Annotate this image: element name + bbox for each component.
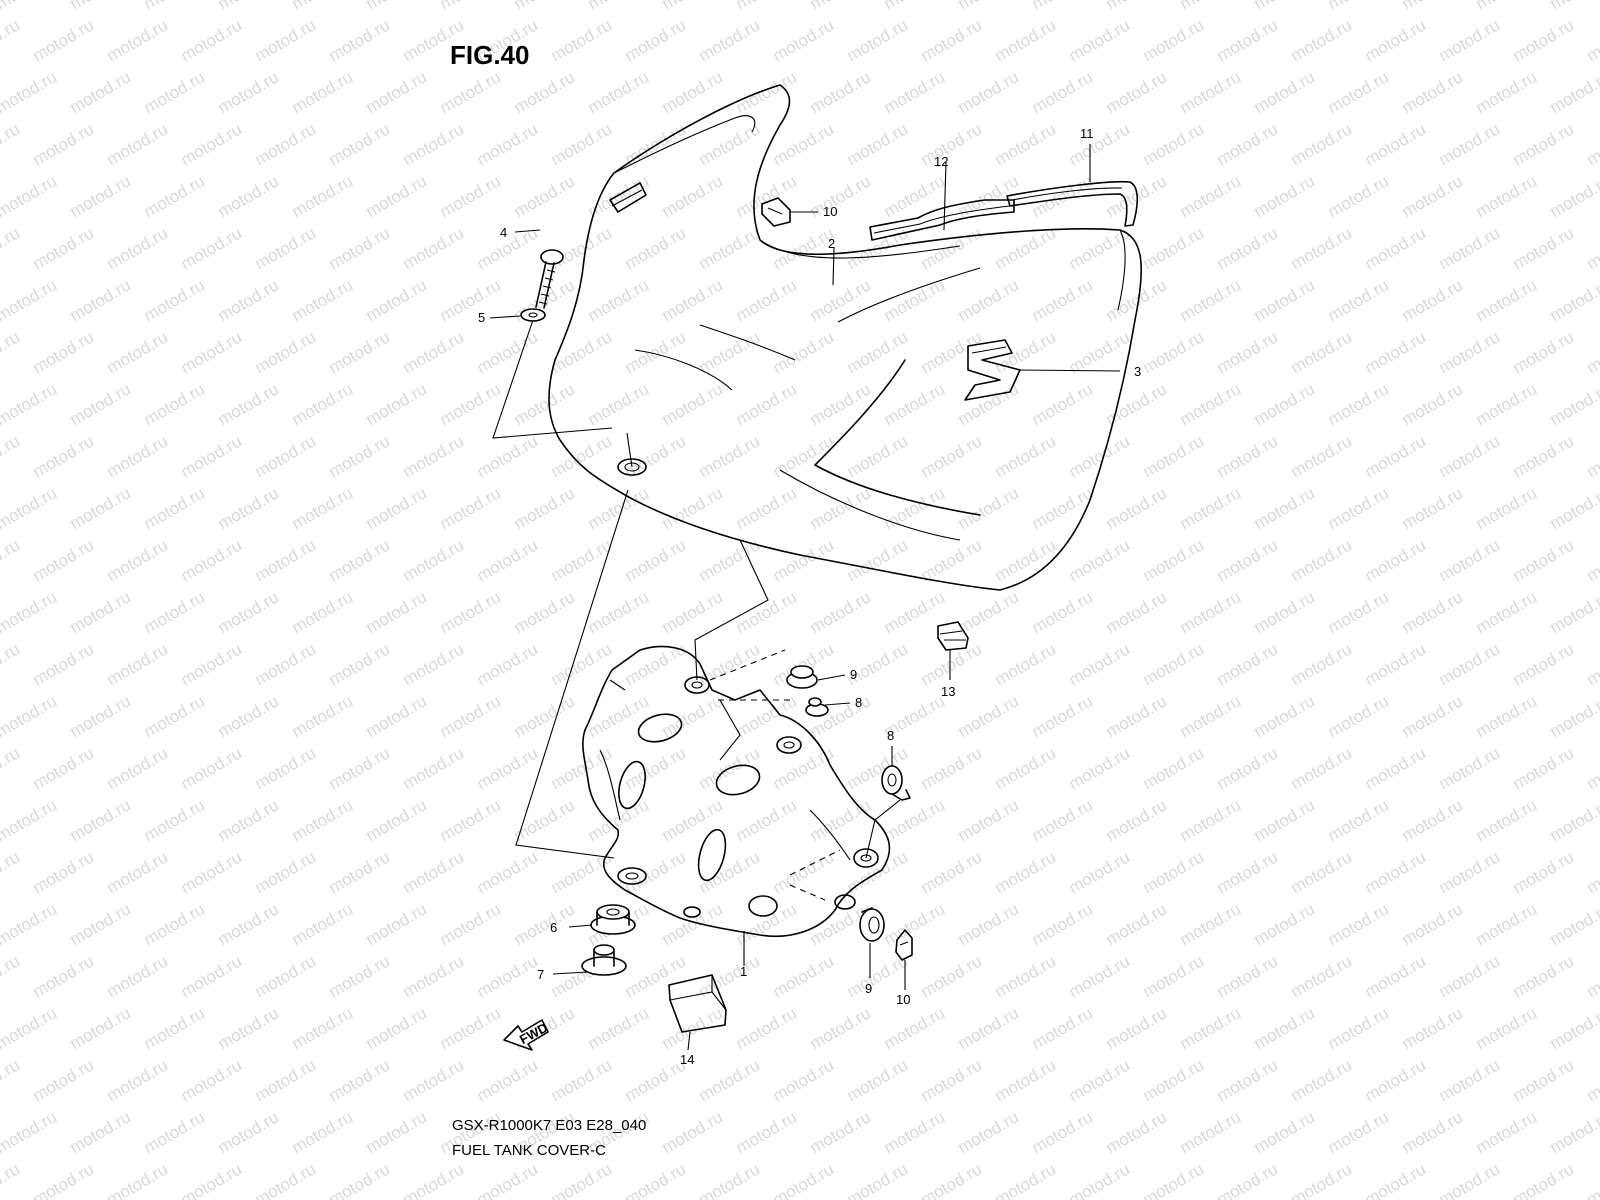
fwd-arrow-icon: FWD	[503, 1019, 550, 1051]
washer-part-5	[520, 308, 546, 322]
fuel-tank-cover-part-2	[548, 84, 1143, 591]
leader-lines	[489, 144, 1121, 1051]
callout-4: 4	[500, 225, 507, 240]
cushion-part-14	[668, 974, 727, 1033]
callout-8-right: 8	[887, 728, 894, 743]
trim-strip-part-11	[1006, 180, 1139, 227]
figure-title: FIG.40	[450, 40, 530, 70]
collar-part-7	[581, 944, 627, 976]
figure-name: FUEL TANK COVER-C	[452, 1142, 606, 1159]
callout-9-lower: 9	[865, 981, 872, 996]
clip-part-10-lower	[895, 929, 913, 961]
figure-code: GSX-R1000K7 E03 E28_040	[452, 1117, 647, 1134]
callout-3: 3	[1134, 364, 1141, 379]
callout-14: 14	[680, 1052, 694, 1067]
fwd-label: FWD	[517, 1020, 550, 1047]
grommet-part-9-upper	[786, 665, 818, 689]
clip-part-10-upper	[761, 197, 791, 227]
cushion-part-13	[937, 621, 969, 651]
callout-11: 11	[1080, 126, 1094, 141]
trim-strip-part-12	[869, 199, 1015, 241]
callout-2: 2	[828, 236, 835, 251]
assembly-lines	[492, 319, 901, 901]
bolt-part-4	[535, 249, 564, 309]
callout-10-lower: 10	[896, 992, 910, 1007]
callout-8-upper: 8	[855, 695, 862, 710]
callout-1: 1	[740, 964, 747, 979]
callout-12: 12	[934, 154, 948, 169]
callout-10-upper: 10	[823, 204, 837, 219]
callout-7: 7	[537, 967, 544, 982]
emblem-part-3	[964, 339, 1021, 401]
screw-part-8-upper	[805, 697, 829, 717]
callouts: 1 2 3 4 5 6 7 8 8 9 9 10 10 11 12 13 14	[478, 126, 1141, 1067]
screw-part-8-right	[881, 765, 911, 801]
callout-6: 6	[550, 920, 557, 935]
callout-5: 5	[478, 310, 485, 325]
grommet-part-6	[590, 904, 636, 935]
callout-9-upper: 9	[850, 667, 857, 682]
callout-13: 13	[941, 684, 955, 699]
grommet-part-9-lower	[859, 907, 885, 942]
bracket-part-1	[582, 645, 891, 938]
